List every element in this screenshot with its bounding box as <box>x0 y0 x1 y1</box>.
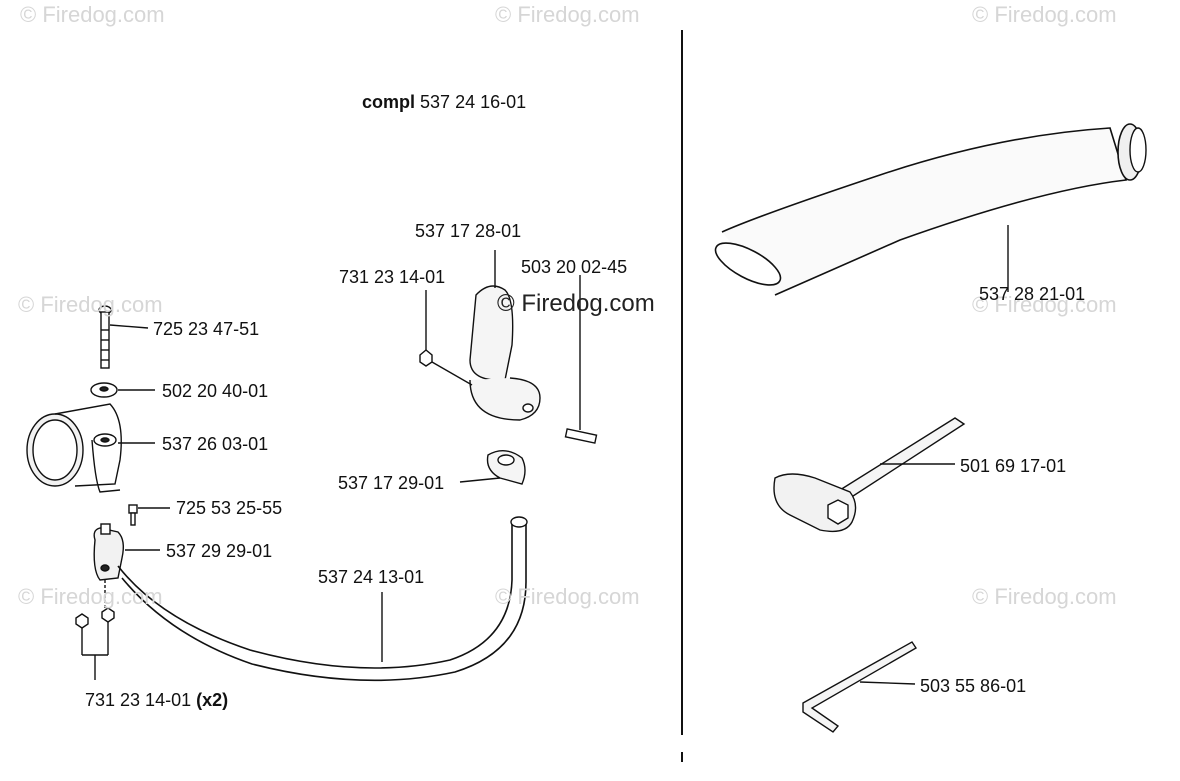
grip-screw <box>564 275 598 444</box>
toothed-washer <box>90 382 155 398</box>
spark-plug-wrench <box>773 417 966 533</box>
watermark: © Firedog.com <box>20 2 165 27</box>
label-hex-key: 503 55 86-01 <box>920 676 1027 696</box>
blower-tube <box>714 123 1147 296</box>
label-bracket: 537 29 29-01 <box>166 541 273 561</box>
hex-key <box>802 641 917 733</box>
nuts-pair <box>75 580 115 680</box>
label-nut-grip: 731 23 14-01 <box>339 267 446 287</box>
grip-clamp <box>459 450 526 485</box>
label-nuts-number: 731 23 14-01 <box>85 690 192 710</box>
label-bolt-long: 725 23 47-51 <box>153 319 260 339</box>
handle-bar-tube <box>117 516 528 682</box>
label-grip: 537 17 28-01 <box>415 221 522 241</box>
label-nuts-qty: (x2) <box>196 690 229 710</box>
title-number: 537 24 16-01 <box>420 92 527 112</box>
watermark: © Firedog.com <box>972 292 1117 317</box>
watermark: © Firedog.com <box>972 584 1117 609</box>
bracket <box>93 523 160 581</box>
label-blower-tube: 537 28 21-01 <box>979 284 1086 304</box>
watermark: © Firedog.com <box>495 2 640 27</box>
label-grip-clamp: 537 17 29-01 <box>338 473 445 493</box>
grip-handle <box>469 250 541 421</box>
label-handle-bar: 537 24 13-01 <box>318 567 425 587</box>
assembly-title: compl 537 24 16-01 <box>362 92 526 112</box>
label-screw-small: 725 53 25-55 <box>176 498 283 518</box>
watermark: © Firedog.com <box>495 584 640 609</box>
label-clamp: 537 26 03-01 <box>162 434 269 454</box>
watermark: © Firedog.com <box>972 2 1117 27</box>
small-screw <box>128 504 170 526</box>
watermark-center: © Firedog.com <box>497 290 655 317</box>
watermark: © Firedog.com <box>18 584 163 609</box>
label-screw-grip: 503 20 02-45 <box>521 257 628 277</box>
label-nuts: 731 23 14-01 (x2) <box>85 690 228 710</box>
long-bolt <box>98 305 149 369</box>
title-compl: compl <box>362 92 416 112</box>
label-washer: 502 20 40-01 <box>162 381 269 401</box>
watermark: © Firedog.com <box>18 292 163 317</box>
grip-nut <box>419 290 473 386</box>
label-spark-plug-wrench: 501 69 17-01 <box>960 456 1067 476</box>
clamp-ring <box>26 403 155 493</box>
